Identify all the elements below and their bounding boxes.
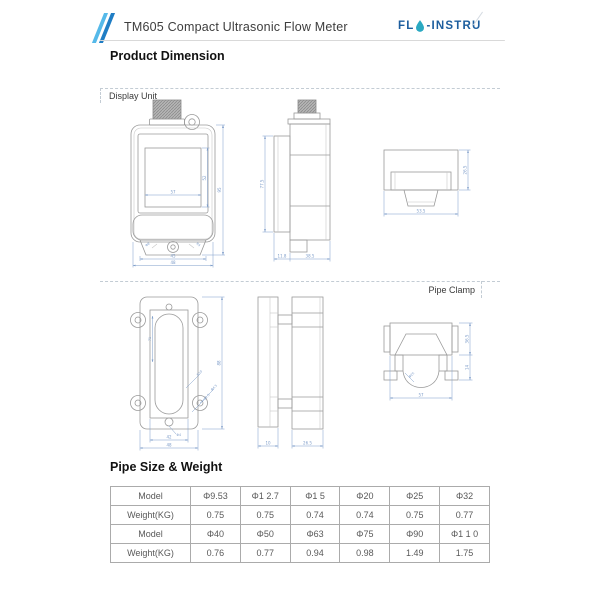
pipe-clamp-saddle-view: Φ25 36.5 14 57 xyxy=(374,298,490,416)
header-underline xyxy=(100,40,505,41)
display-side-dimensions: 77.5 11.8 38.5 xyxy=(259,135,331,262)
table-cell: Φ75 xyxy=(339,524,391,544)
display-unit-divider xyxy=(100,88,500,89)
table-cell: 0.77 xyxy=(239,543,291,563)
svg-text:11.8: 11.8 xyxy=(278,254,287,259)
table-cell: Φ32 xyxy=(439,486,490,506)
clamp-saddle-body xyxy=(383,322,459,388)
table-cell: 0.75 xyxy=(190,505,241,525)
svg-text:42: 42 xyxy=(166,435,172,440)
table-cell: Φ25 xyxy=(389,486,441,506)
table-cell: 0.75 xyxy=(389,505,441,525)
brand-text-suffix: -INSTRU xyxy=(426,20,482,32)
table-cell: Φ9.53 xyxy=(190,486,241,506)
svg-text:Φ8: Φ8 xyxy=(145,242,151,248)
svg-text:11.5: 11.5 xyxy=(203,393,211,401)
table-cell: 1.75 xyxy=(439,543,490,563)
svg-text:14: 14 xyxy=(464,365,469,371)
table-row-header: Weight(KG) xyxy=(110,505,191,525)
svg-text:10: 10 xyxy=(265,441,271,446)
display-front-body xyxy=(130,99,216,256)
table-cell: Φ63 xyxy=(289,524,341,544)
display-unit-front-view: Φ8 R4 95 52 57 45 48 xyxy=(126,98,232,268)
section-heading-product-dimension: Product Dimension xyxy=(110,49,225,63)
svg-text:53.5: 53.5 xyxy=(417,209,426,214)
svg-text:26.5: 26.5 xyxy=(462,165,467,174)
table-cell: Φ1 1 0 xyxy=(439,524,490,544)
page-title: TM605 Compact Ultrasonic Flow Meter xyxy=(124,20,348,34)
table-row: Weight(KG) 0.75 0.75 0.74 0.74 0.75 0.77 xyxy=(110,505,490,525)
table-cell: 0.74 xyxy=(339,505,391,525)
table-cell: 0.74 xyxy=(289,505,341,525)
svg-text:71: 71 xyxy=(148,337,152,341)
display-unit-side-view: 77.5 11.8 38.5 xyxy=(258,98,342,268)
svg-text:38.5: 38.5 xyxy=(306,254,315,259)
svg-text:57: 57 xyxy=(418,393,424,398)
table-cell: Φ40 xyxy=(190,524,241,544)
clamp-front-body xyxy=(130,296,208,430)
pipe-clamp-divider xyxy=(100,281,500,282)
display-unit-top-view: 26.5 53.5 xyxy=(378,138,488,222)
svg-text:48: 48 xyxy=(166,443,172,448)
svg-text:36.5: 36.5 xyxy=(464,334,469,343)
clamp-front-dimensions: 88 71 R10 Φ4.5 11.5 Φ4 42 48 xyxy=(139,296,225,451)
svg-text:Φ4.5: Φ4.5 xyxy=(210,384,218,392)
table-cell: 0.77 xyxy=(439,505,490,525)
svg-text:48: 48 xyxy=(170,260,176,265)
clamp-side-body xyxy=(257,296,324,430)
section-heading-pipe-size-weight: Pipe Size & Weight xyxy=(110,460,223,474)
svg-text:45: 45 xyxy=(170,254,176,259)
table-row-header: Model xyxy=(110,524,191,544)
table-row: Weight(KG) 0.76 0.77 0.94 0.98 1.49 1.75 xyxy=(110,543,490,563)
table-cell: Φ20 xyxy=(339,486,391,506)
table-row-header: Model xyxy=(110,486,191,506)
table-cell: 0.76 xyxy=(190,543,241,563)
table-cell: Φ90 xyxy=(389,524,441,544)
pipe-size-weight-table: Model Φ9.53 Φ1 2.7 Φ1 5 Φ20 Φ25 Φ32 Weig… xyxy=(110,486,490,563)
display-front-dimensions: Φ8 R4 95 52 57 45 48 xyxy=(132,124,225,268)
pipe-clamp-label: Pipe Clamp xyxy=(428,285,475,295)
display-top-dimensions: 26.5 53.5 xyxy=(383,149,471,217)
table-row: Model Φ40 Φ50 Φ63 Φ75 Φ90 Φ1 1 0 xyxy=(110,524,490,544)
brand-logo: FL -INSTRU xyxy=(398,20,482,32)
brand-text-prefix: FL xyxy=(398,20,415,32)
clamp-side-dimensions: 10 26.5 xyxy=(257,428,324,449)
table-cell: Φ1 2.7 xyxy=(239,486,291,506)
water-drop-icon xyxy=(415,20,425,32)
svg-text:Φ25: Φ25 xyxy=(408,371,415,378)
pipe-clamp-side-view: 10 26.5 xyxy=(253,292,343,460)
svg-text:R4: R4 xyxy=(195,242,201,248)
display-unit-label: Display Unit xyxy=(109,91,158,101)
table-cell: Φ50 xyxy=(239,524,291,544)
table-cell: 1.49 xyxy=(389,543,441,563)
svg-text:52: 52 xyxy=(202,175,207,181)
table-cell: Φ1 5 xyxy=(289,486,341,506)
pipe-clamp-divider-corner xyxy=(481,281,482,298)
svg-text:88: 88 xyxy=(216,360,221,366)
svg-text:26.5: 26.5 xyxy=(303,441,312,446)
svg-text:95: 95 xyxy=(217,187,222,193)
table-cell: 0.98 xyxy=(339,543,391,563)
svg-text:57: 57 xyxy=(170,190,176,195)
table-row-header: Weight(KG) xyxy=(110,543,191,563)
table-row: Model Φ9.53 Φ1 2.7 Φ1 5 Φ20 Φ25 Φ32 xyxy=(110,486,490,506)
table-cell: 0.75 xyxy=(239,505,291,525)
pipe-clamp-front-view: 88 71 R10 Φ4.5 11.5 Φ4 42 48 xyxy=(126,292,238,460)
svg-text:Φ4: Φ4 xyxy=(177,433,182,437)
table-cell: 0.94 xyxy=(289,543,341,563)
svg-text:R10: R10 xyxy=(196,369,203,376)
display-unit-divider-corner xyxy=(100,88,101,103)
clamp-saddle-dimensions: Φ25 36.5 14 57 xyxy=(389,322,473,401)
display-top-body xyxy=(383,149,459,207)
svg-text:77.5: 77.5 xyxy=(259,179,264,188)
display-side-body xyxy=(273,99,331,253)
